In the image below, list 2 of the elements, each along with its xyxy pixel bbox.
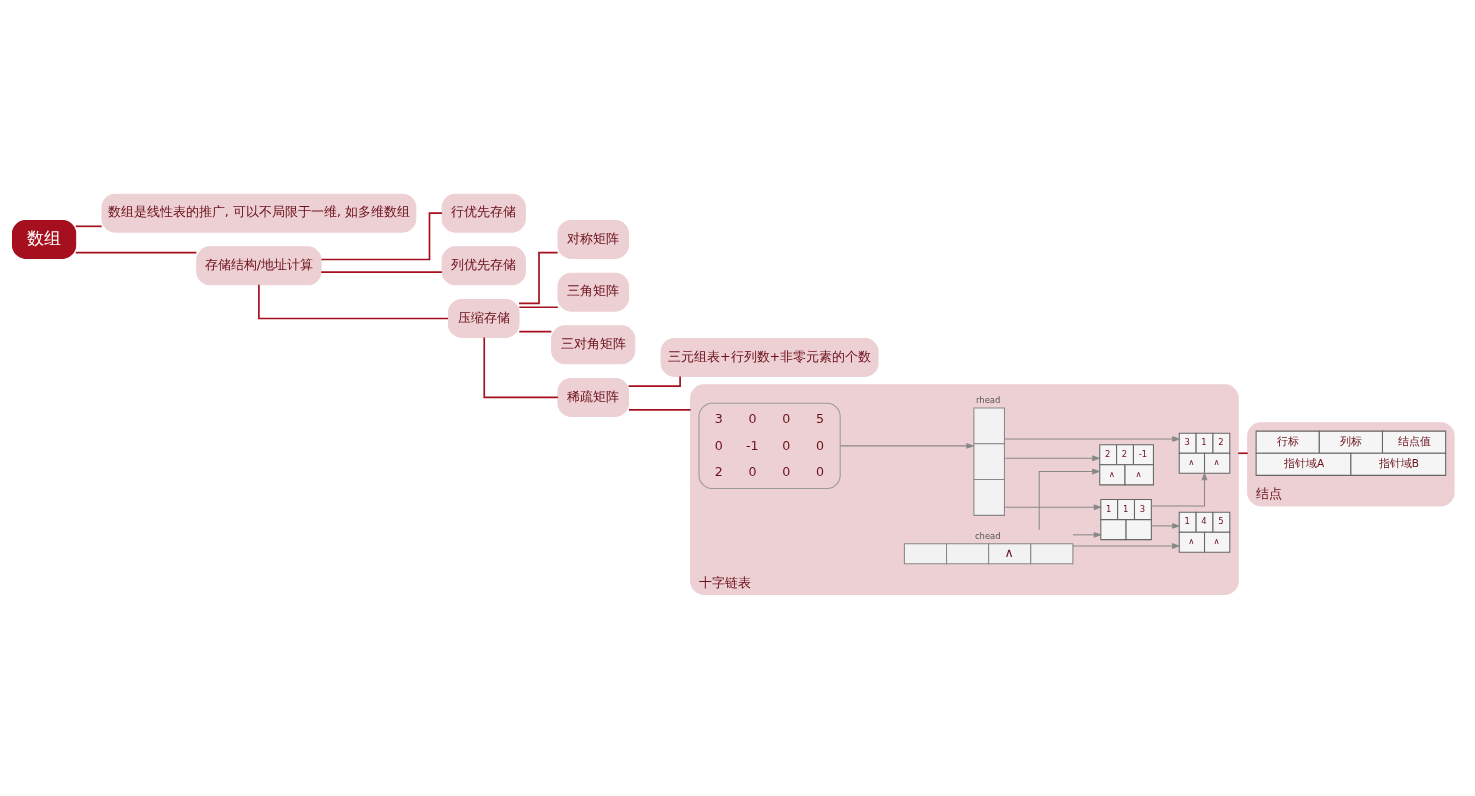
node-label: chead xyxy=(974,530,1001,541)
node-label: rhead xyxy=(976,394,1001,405)
